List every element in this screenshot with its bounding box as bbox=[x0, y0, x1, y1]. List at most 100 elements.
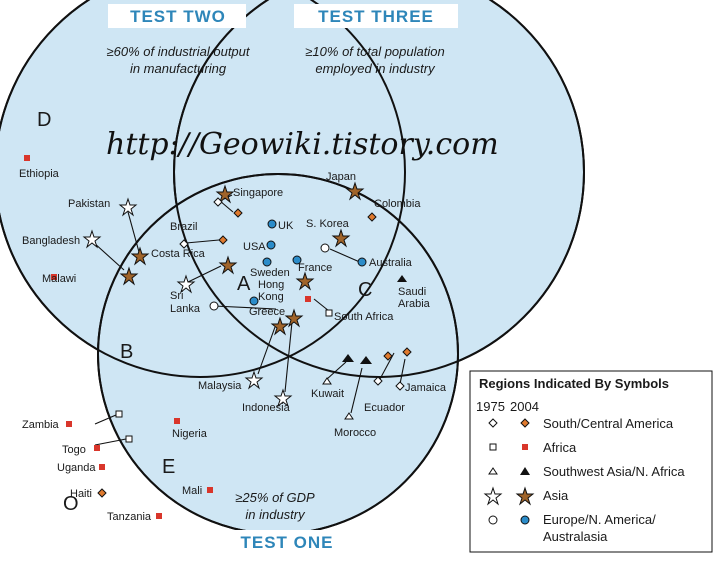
test-three-criterion-line1: ≥10% of total population bbox=[305, 44, 444, 59]
label-indonesia: Indonesia bbox=[242, 402, 291, 414]
zambia-marker-2004 bbox=[66, 421, 72, 427]
france-marker bbox=[292, 255, 302, 265]
venn-circles bbox=[0, 0, 585, 535]
label-sri-lanka-1: Sri bbox=[170, 290, 183, 302]
region-a-label: A bbox=[237, 273, 251, 295]
label-ecuador: Ecuador bbox=[364, 402, 405, 414]
label-sweden: Sweden bbox=[250, 267, 290, 279]
label-greece: Greece bbox=[249, 306, 285, 318]
label-singapore: Singapore bbox=[233, 187, 283, 199]
indonesia-star-2004 bbox=[284, 308, 304, 328]
country-symbols bbox=[24, 155, 412, 519]
morocco-triangle-2004 bbox=[360, 356, 372, 364]
costa-rica-diamond-2004 bbox=[218, 235, 228, 245]
label-france: France bbox=[298, 262, 332, 274]
test-two-criterion-line2: in manufacturing bbox=[130, 61, 227, 76]
togo-marker-1975 bbox=[125, 435, 133, 443]
usa-marker bbox=[266, 240, 276, 250]
ecuador-diamond-2004 bbox=[383, 351, 393, 361]
legend-asia: Asia bbox=[543, 488, 569, 503]
brazil-diamond-1975 bbox=[213, 197, 223, 207]
label-usa: USA bbox=[243, 241, 266, 253]
saudi-arabia-triangle bbox=[397, 275, 407, 282]
kuwait-triangle-1975 bbox=[322, 377, 332, 385]
sweden-marker bbox=[262, 257, 272, 267]
morocco-triangle-1975 bbox=[344, 412, 354, 420]
malawi-marker bbox=[51, 274, 57, 280]
legend-sw-asia: Southwest Asia/N. Africa bbox=[543, 464, 685, 479]
label-jamaica: Jamaica bbox=[405, 382, 447, 394]
label-pakistan: Pakistan bbox=[68, 198, 110, 210]
label-mali: Mali bbox=[182, 485, 202, 497]
zambia-marker-1975 bbox=[115, 410, 123, 418]
label-malawi: Malawi bbox=[42, 273, 76, 285]
japan-star bbox=[345, 181, 365, 201]
label-uk: UK bbox=[278, 220, 294, 232]
jamaica-diamond-2004 bbox=[402, 347, 412, 357]
label-costa-rica: Costa Rica bbox=[151, 248, 206, 260]
ethiopia-marker bbox=[24, 155, 30, 161]
label-kuwait: Kuwait bbox=[311, 388, 344, 400]
legend-south-central-america: South/Central America bbox=[543, 416, 674, 431]
test-one-title: TEST ONE bbox=[240, 533, 333, 552]
malaysia-star-1975 bbox=[244, 370, 264, 390]
greece-marker-2004 bbox=[249, 296, 259, 306]
legend-europe: Europe/N. America/ bbox=[543, 512, 656, 527]
togo-marker-2004 bbox=[94, 445, 100, 451]
australia-marker-2004 bbox=[357, 257, 367, 267]
s-korea-star bbox=[331, 228, 351, 248]
label-nigeria: Nigeria bbox=[172, 428, 208, 440]
label-haiti: Haiti bbox=[70, 488, 92, 500]
hong-kong-star bbox=[295, 271, 315, 291]
test-one-criterion-line2: in industry bbox=[245, 507, 306, 522]
kuwait-triangle-2004 bbox=[342, 354, 354, 362]
region-e-label: E bbox=[162, 456, 175, 478]
colombia-diamond bbox=[367, 212, 377, 222]
label-japan: Japan bbox=[326, 171, 356, 183]
malaysia-star-2004 bbox=[270, 316, 290, 336]
test-two-title: TEST TWO bbox=[130, 7, 226, 26]
label-malaysia: Malaysia bbox=[198, 380, 242, 392]
indonesia-star-1975 bbox=[273, 388, 293, 408]
label-saudi-arabia-2: Arabia bbox=[398, 298, 431, 310]
legend-australasia: Australasia bbox=[543, 529, 608, 544]
label-saudi-arabia-1: Saudi bbox=[398, 286, 426, 298]
label-sri-lanka-2: Lanka bbox=[170, 303, 201, 315]
label-bangladesh: Bangladesh bbox=[22, 235, 80, 247]
australia-marker-1975 bbox=[320, 243, 330, 253]
label-uganda: Uganda bbox=[57, 462, 96, 474]
jamaica-diamond-1975 bbox=[395, 381, 405, 391]
label-morocco: Morocco bbox=[334, 427, 376, 439]
singapore-star-2004 bbox=[215, 184, 235, 204]
label-ethiopia: Ethiopia bbox=[19, 168, 60, 180]
label-togo: Togo bbox=[62, 444, 86, 456]
test-three-criterion-line2: employed in industry bbox=[315, 61, 436, 76]
test-two-criterion-line1: ≥60% of industrial output bbox=[107, 44, 251, 59]
costa-rica-diamond-1975 bbox=[179, 239, 189, 249]
haiti-diamond bbox=[97, 488, 107, 498]
region-o-label: O bbox=[63, 493, 79, 515]
label-brazil: Brazil bbox=[170, 221, 198, 233]
label-hong-kong-1: Hong bbox=[258, 279, 284, 291]
bangladesh-star-1975 bbox=[82, 229, 102, 249]
region-b-label: B bbox=[120, 341, 133, 363]
legend-title: Regions Indicated By Symbols bbox=[479, 376, 669, 391]
legend: Regions Indicated By Symbols 1975 2004 S… bbox=[469, 370, 713, 553]
label-south-africa: South Africa bbox=[334, 311, 394, 323]
country-labels: Ethiopia Pakistan Bangladesh Malawi Sing… bbox=[19, 168, 447, 523]
region-c-label: C bbox=[358, 279, 372, 301]
tanzania-marker bbox=[156, 513, 162, 519]
brazil-diamond-2004 bbox=[233, 208, 243, 218]
south-africa-marker-2004 bbox=[305, 296, 311, 302]
sri-lanka-star-2004 bbox=[218, 255, 238, 275]
test-one-criterion-line1: ≥25% of GDP bbox=[235, 490, 315, 505]
legend-year-2004: 2004 bbox=[510, 399, 539, 414]
ecuador-diamond-1975 bbox=[373, 376, 383, 386]
legend-year-1975: 1975 bbox=[476, 399, 505, 414]
movement-arrows bbox=[92, 194, 406, 446]
greece-marker-1975 bbox=[209, 301, 219, 311]
label-s-korea: S. Korea bbox=[306, 218, 350, 230]
uk-marker bbox=[267, 219, 277, 229]
mali-marker bbox=[207, 487, 213, 493]
